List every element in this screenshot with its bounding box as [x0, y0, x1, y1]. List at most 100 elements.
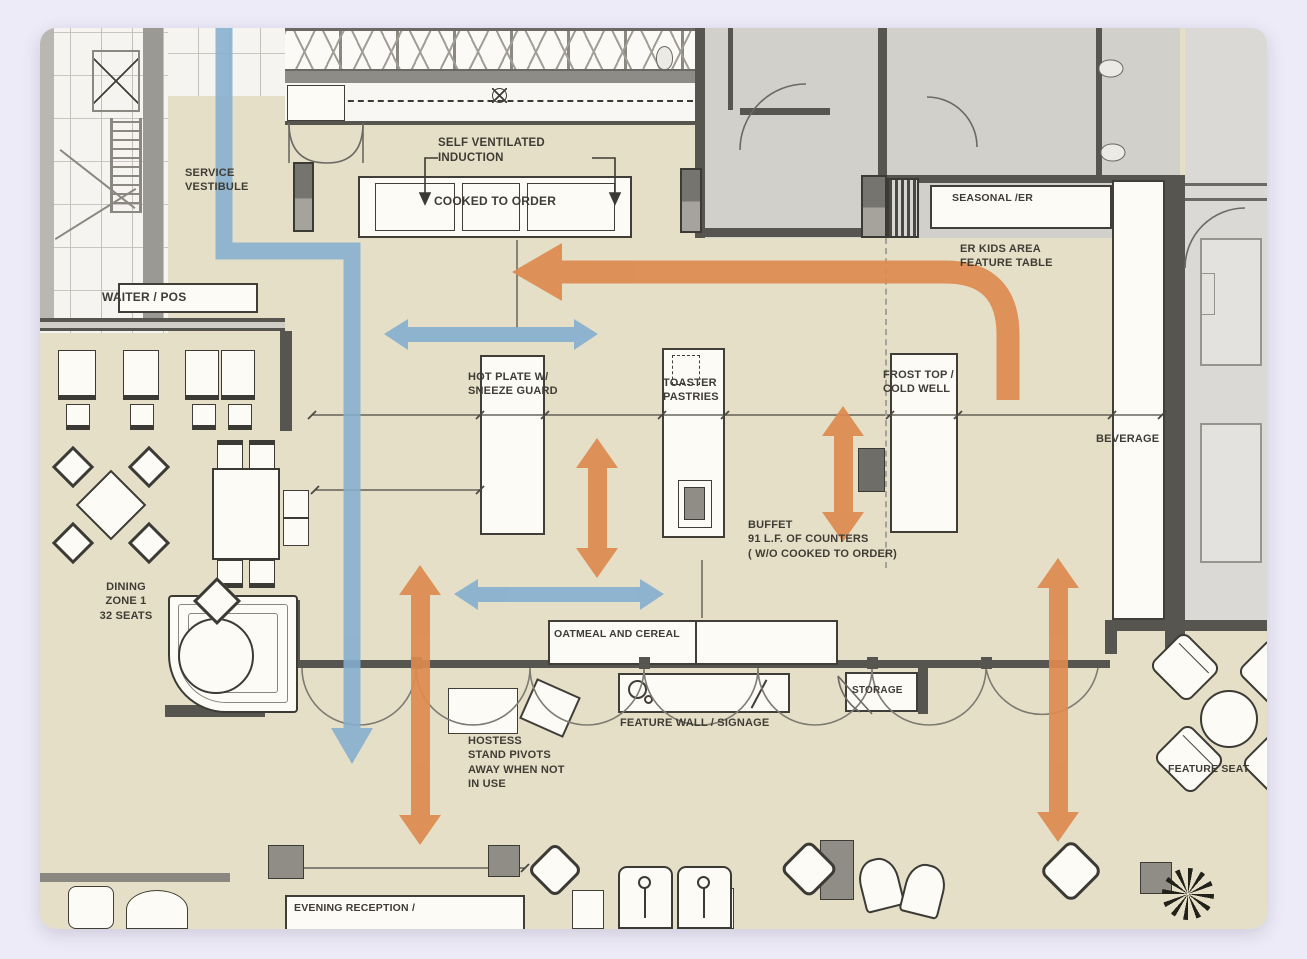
planter [488, 845, 520, 877]
toilet-icon [656, 46, 673, 70]
wall [280, 331, 292, 431]
hot-plate-counter [480, 355, 545, 535]
dimension-lines [290, 240, 1167, 873]
wall [878, 28, 887, 182]
plant-icon [1162, 868, 1214, 920]
roof-truss-band [285, 28, 700, 71]
wall [695, 228, 887, 237]
reference-dashed-line [885, 238, 887, 568]
side-cabinet-shelf [283, 517, 309, 519]
toilet-icon [1100, 143, 1126, 162]
wall [740, 108, 830, 115]
label-dining-zone: DINING ZONE 1 32 SEATS [99, 581, 153, 622]
dining-chair [249, 440, 275, 468]
wall [1096, 28, 1102, 178]
label-evening-reception: EVENING RECEPTION / [294, 902, 416, 914]
label-kids-area: ER KIDS AREA FEATURE TABLE [960, 243, 1053, 270]
dining-chair-seat [66, 404, 90, 430]
vestibule-door-box [287, 85, 345, 121]
dining-chair [221, 350, 255, 400]
dining-chair [58, 350, 96, 400]
signage-circle-icon [644, 695, 653, 704]
dining-chair [249, 560, 275, 588]
wall [1105, 620, 1267, 631]
chaise-lamp-stem [703, 888, 705, 918]
lounge-chair [1038, 838, 1104, 904]
armchair [898, 859, 950, 921]
hostess-stand [519, 678, 581, 738]
dining-chair-seat [228, 404, 252, 430]
induction-unit [462, 183, 520, 231]
seasonal-counter [930, 185, 1112, 229]
toaster-unit [684, 487, 705, 520]
table-bottom-left [68, 886, 114, 929]
stair [110, 118, 142, 213]
dining-table [212, 468, 280, 560]
wall-band [285, 71, 700, 83]
dining-chair [51, 521, 95, 565]
label-hostess: HOSTESS STAND PIVOTS AWAY WHEN NOT IN US… [468, 735, 565, 790]
label-toaster: TOASTER PASTRIES [663, 377, 719, 404]
booth-round-table [178, 618, 254, 694]
closet-outline [1200, 423, 1262, 563]
truss-x-box [92, 50, 140, 112]
label-storage: STORAGE [852, 685, 903, 696]
closet-shelf [1200, 273, 1215, 315]
wall [285, 121, 700, 125]
label-service-vestibule: SERVICE VESTIBULE [185, 167, 249, 194]
wall [143, 28, 163, 328]
label-cooked-to-order: COOKED TO ORDER [433, 194, 557, 208]
wall [728, 28, 733, 110]
room-divider [1185, 198, 1267, 201]
dining-chair [51, 445, 95, 489]
dining-chair [185, 350, 219, 400]
side-table [572, 890, 604, 929]
counter-divider [695, 622, 697, 663]
toilet-icon [1098, 59, 1124, 78]
dining-chair [217, 440, 243, 468]
wall [918, 668, 928, 714]
planter [268, 845, 304, 879]
floor-plan-canvas: SERVICE VESTIBULE SELF VENTILATED INDUCT… [40, 28, 1267, 929]
wall [40, 28, 54, 328]
door-panel [861, 175, 887, 238]
existing-plan-sketch-top [168, 28, 285, 96]
ceiling-symbol-x [492, 88, 507, 103]
label-buffet: BUFFET 91 L.F. OF COUNTERS ( W/O COOKED … [748, 519, 898, 560]
label-feature-wall: FEATURE WALL / SIGNAGE [620, 717, 770, 729]
door-panel [680, 168, 702, 233]
evening-reception-counter [285, 895, 525, 929]
feature-armchair [1148, 630, 1222, 704]
wall-right-corridor [1165, 175, 1185, 653]
dining-chair [123, 350, 159, 400]
hostess-door-panel [448, 688, 518, 734]
wall [1105, 620, 1117, 654]
table-bottom-left [126, 890, 188, 929]
induction-unit [375, 183, 455, 231]
label-self-ventilated: SELF VENTILATED INDUCTION [438, 137, 545, 164]
door-panel [293, 162, 314, 232]
hatched-door-block [887, 178, 919, 238]
dining-chair [127, 445, 171, 489]
label-oatmeal: OATMEAL AND CEREAL [554, 628, 680, 640]
banquette-wall [40, 318, 285, 331]
beverage-counter [1112, 180, 1165, 620]
dining-chair-seat [130, 404, 154, 430]
feature-round-table [1200, 690, 1258, 748]
label-waiter-pos: WAITER / POS [102, 290, 187, 304]
label-hot-plate: HOT PLATE W/ SNEEZE GUARD [468, 371, 558, 398]
wall [695, 28, 705, 238]
label-seasonal: SEASONAL /ER [952, 192, 1033, 204]
dining-table [75, 469, 147, 541]
wall [878, 175, 1180, 183]
label-beverage: BEVERAGE [1096, 433, 1160, 445]
wall [40, 873, 230, 882]
oatmeal-counter [548, 620, 838, 665]
equipment-box [858, 448, 885, 492]
label-frost-top: FROST TOP / COLD WELL [883, 369, 954, 396]
dining-chair-seat [192, 404, 216, 430]
armchair [854, 853, 906, 915]
chaise-lamp-stem [644, 888, 646, 918]
label-feature-seating: FEATURE SEAT [1168, 763, 1250, 775]
room-divider [1185, 183, 1267, 186]
